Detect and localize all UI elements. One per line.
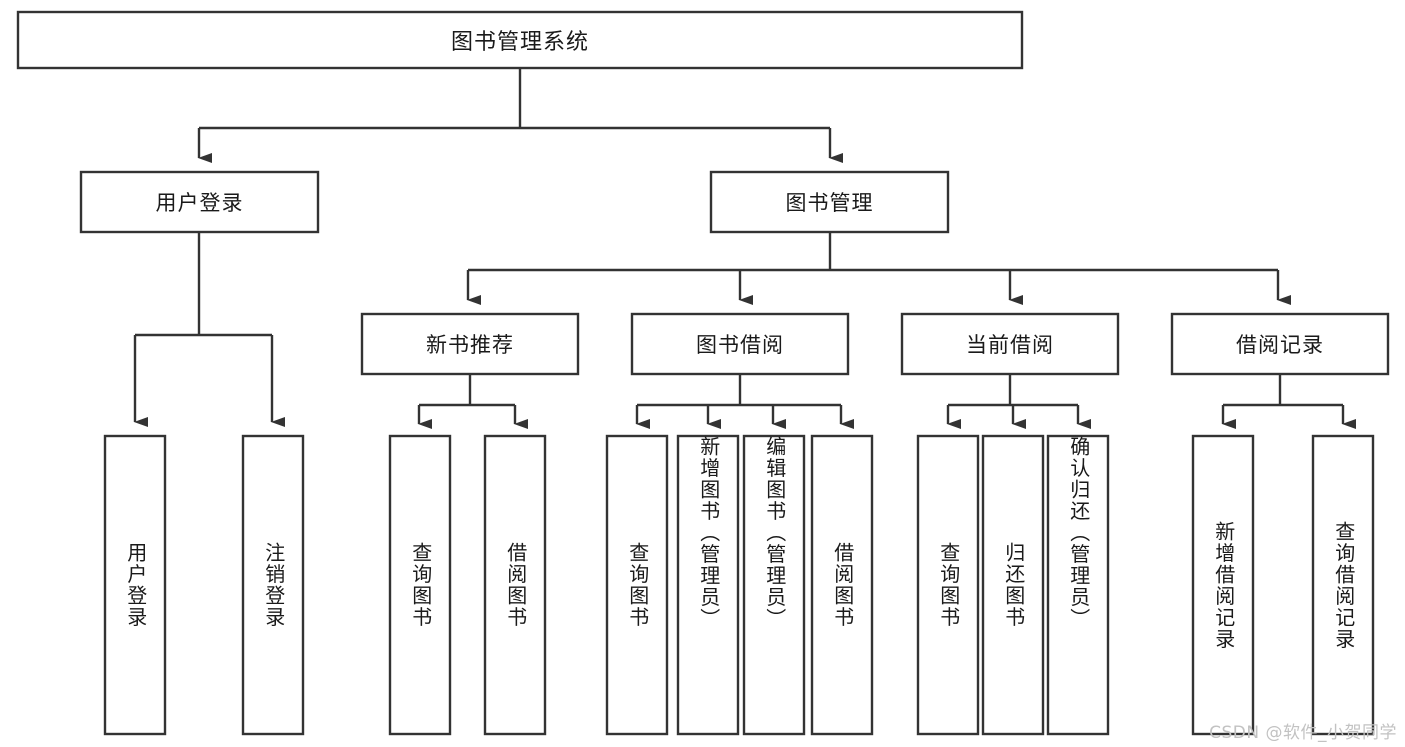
node-root[interactable] [16, 10, 1024, 70]
leaf-box-current-borrow-2[interactable] [1046, 434, 1110, 736]
node-book-manage[interactable] [709, 170, 950, 234]
leaf-box-book-borrow-1[interactable] [676, 434, 740, 736]
leaf-box-borrow-record-1[interactable] [1311, 434, 1375, 736]
leaf-box-book-borrow-2[interactable] [742, 434, 806, 736]
leaf-box-book-borrow-0[interactable] [605, 434, 669, 736]
node-new-book-recommend[interactable] [360, 312, 580, 376]
node-user-login[interactable] [79, 170, 320, 234]
leaf-box-current-borrow-1[interactable] [981, 434, 1045, 736]
node-current-borrow[interactable] [900, 312, 1120, 376]
node-book-borrow[interactable] [630, 312, 850, 376]
leaf-box-new-book-1[interactable] [483, 434, 547, 736]
leaf-box-new-book-0[interactable] [388, 434, 452, 736]
leaf-box-borrow-record-0[interactable] [1191, 434, 1255, 736]
leaf-box-current-borrow-0[interactable] [916, 434, 980, 736]
leaf-box-user-login-1[interactable] [241, 434, 305, 736]
leaf-box-user-login-0[interactable] [103, 434, 167, 736]
leaf-box-book-borrow-3[interactable] [810, 434, 874, 736]
node-borrow-record[interactable] [1170, 312, 1390, 376]
